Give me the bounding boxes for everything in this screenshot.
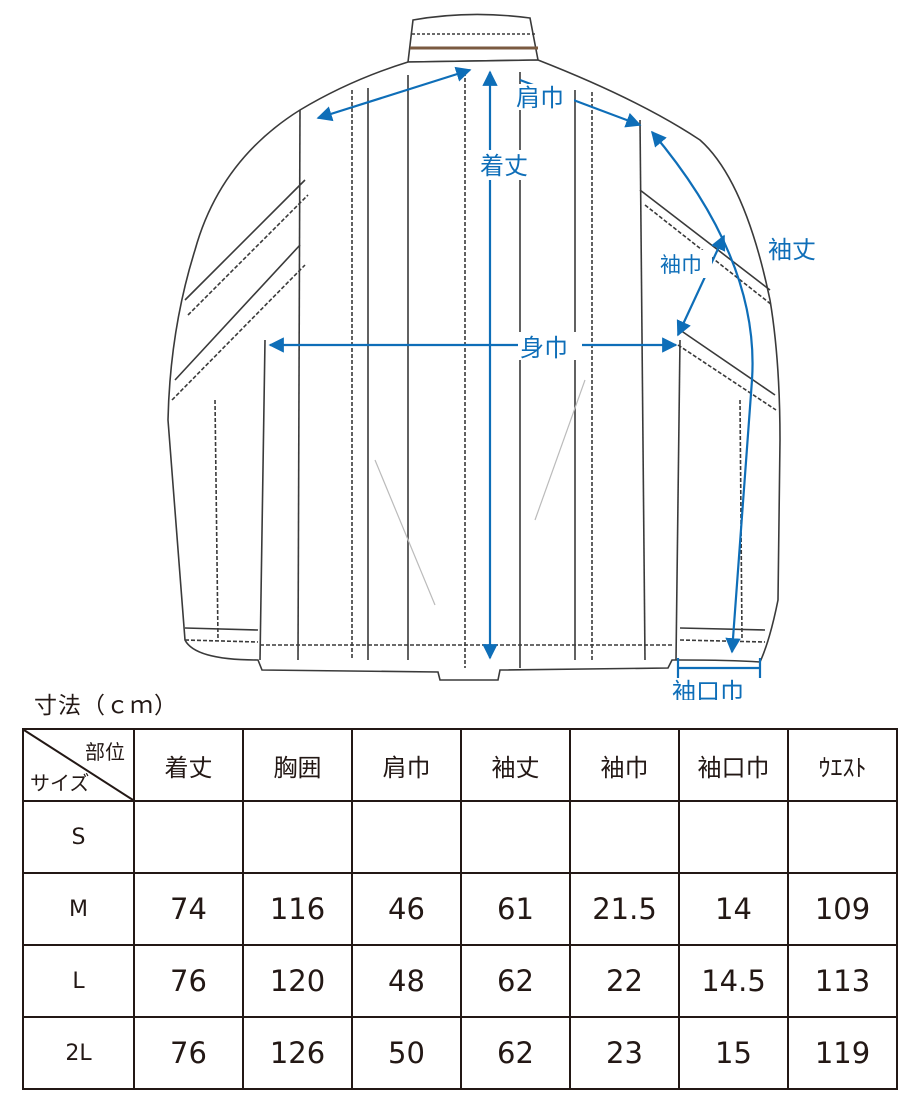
table-cell: 61: [460, 872, 571, 946]
table-cell: [787, 800, 898, 874]
table-cell: 22: [569, 944, 680, 1018]
header-sodehaba: 袖巾: [569, 728, 680, 802]
corner-size-label: サイズ: [30, 771, 90, 795]
arrow-katahaba: [316, 66, 472, 122]
corner-diagonal: [24, 730, 133, 800]
table-cell: 76: [133, 1016, 244, 1090]
table-row: M 74 116 46 61 21.5 14 109: [22, 872, 898, 946]
header-kitake: 着丈: [133, 728, 244, 802]
label-mihaba: 身巾: [520, 334, 568, 362]
size-label: 2L: [22, 1016, 135, 1090]
table-cell: [460, 800, 571, 874]
table-row: L 76 120 48 62 22 14.5 113: [22, 944, 898, 1018]
table-cell: 116: [242, 872, 353, 946]
table-cell: 109: [787, 872, 898, 946]
table-cell: 14.5: [678, 944, 789, 1018]
label-sodetake: 袖丈: [768, 236, 816, 264]
size-label: L: [22, 944, 135, 1018]
table-header-row: 部位 サイズ 着丈 胸囲 肩巾 袖丈 袖巾 袖口巾 ｳｴｽﾄ: [22, 728, 898, 802]
corner-part-label: 部位: [85, 740, 125, 764]
header-kyoui: 胸囲: [242, 728, 353, 802]
arrow-sodehaba: [676, 234, 726, 337]
table-cell: 14: [678, 872, 789, 946]
header-sodetake: 袖丈: [460, 728, 571, 802]
table-cell: 21.5: [569, 872, 680, 946]
table-cell: [242, 800, 353, 874]
size-label: M: [22, 872, 135, 946]
table-cell: 62: [460, 944, 571, 1018]
size-table: 部位 サイズ 着丈 胸囲 肩巾 袖丈 袖巾 袖口巾 ｳｴｽﾄ S M 74 11…: [22, 728, 898, 1090]
jacket-back-diagram: 肩巾 着丈 袖丈 袖巾 身巾 袖口巾: [167, 13, 816, 700]
jacket-outline: [167, 13, 781, 681]
table-cell: 62: [460, 1016, 571, 1090]
table-cell: 48: [351, 944, 462, 1018]
table-row: S: [22, 800, 898, 874]
table-cell: [133, 800, 244, 874]
label-sodeguchihaba: 袖口巾: [672, 678, 744, 700]
unit-title: 寸法（ｃｍ）: [34, 693, 178, 719]
size-label: S: [22, 800, 135, 874]
table-cell: 74: [133, 872, 244, 946]
table-cell: [569, 800, 680, 874]
table-cell: 120: [242, 944, 353, 1018]
table-cell: 76: [133, 944, 244, 1018]
label-katahaba: 肩巾: [516, 84, 564, 112]
table-cell: [678, 800, 789, 874]
header-sodeguchihaba: 袖口巾: [678, 728, 789, 802]
table-cell: 126: [242, 1016, 353, 1090]
table-cell: 15: [678, 1016, 789, 1090]
label-sodehaba: 袖巾: [660, 253, 702, 277]
table-corner-cell: 部位 サイズ: [22, 728, 135, 802]
header-waist: ｳｴｽﾄ: [787, 728, 898, 802]
label-kitake: 着丈: [480, 152, 528, 180]
header-katahaba: 肩巾: [351, 728, 462, 802]
table-row: 2L 76 126 50 62 23 15 119: [22, 1016, 898, 1090]
table-cell: 119: [787, 1016, 898, 1090]
arrow-sodetake: [651, 130, 754, 654]
table-cell: 46: [351, 872, 462, 946]
table-cell: 50: [351, 1016, 462, 1090]
table-cell: 113: [787, 944, 898, 1018]
table-cell: [351, 800, 462, 874]
table-cell: 23: [569, 1016, 680, 1090]
